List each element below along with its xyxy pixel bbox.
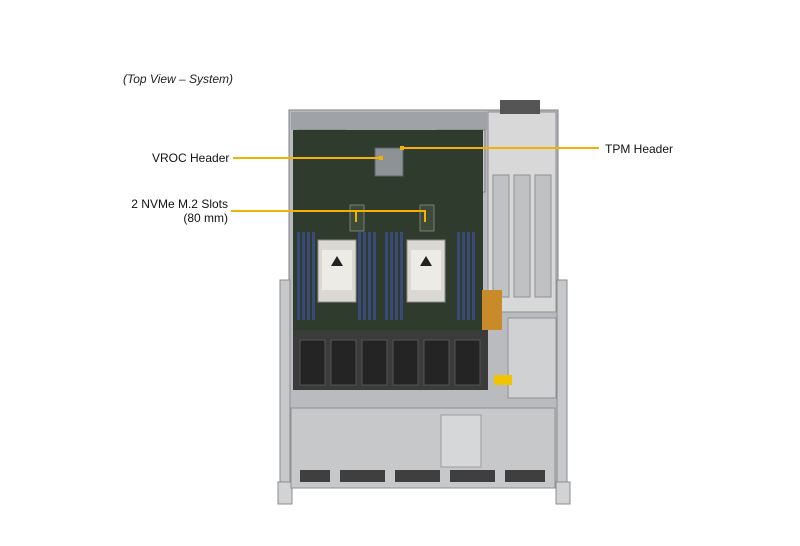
dimm-bank-left xyxy=(297,232,376,320)
nvme-slots-label-line2: (80 mm) xyxy=(183,211,228,225)
rear-panel xyxy=(291,112,487,130)
chassis-right-ear xyxy=(555,481,571,505)
psu-handle-top xyxy=(500,100,540,114)
psu-slot-3 xyxy=(534,174,552,298)
nvme-slots-label: 2 NVMe M.2 Slots (80 mm) xyxy=(131,197,228,225)
warning-triangle-icon xyxy=(420,256,432,266)
vroc-header-label: VROC Header xyxy=(152,151,230,165)
tpm-leader-endpoint xyxy=(400,146,404,150)
tpm-leader-line xyxy=(402,147,599,149)
nvme-slot-2 xyxy=(419,204,435,232)
psu-cables xyxy=(482,290,502,330)
drive-slot-grid xyxy=(300,470,545,482)
warning-triangle-icon xyxy=(331,256,343,266)
chassis-left-rail xyxy=(279,279,291,491)
chipset-heatsink xyxy=(374,147,404,177)
figure-caption: (Top View – System) xyxy=(123,72,234,86)
nvme-slots-label-line1: 2 NVMe M.2 Slots xyxy=(131,197,228,211)
nvme-leader-drop-1 xyxy=(355,210,357,222)
chassis-right-rail xyxy=(556,279,568,491)
dimm-bank-right xyxy=(385,232,475,320)
psu-lower-module xyxy=(507,317,557,399)
front-panel-plate xyxy=(440,414,482,468)
tpm-header-label: TPM Header xyxy=(605,142,674,156)
warning-label xyxy=(494,375,512,385)
chassis-left-ear xyxy=(277,481,293,505)
nvme-leader-drop-2 xyxy=(424,210,426,222)
fan-modules xyxy=(299,339,481,386)
vroc-leader-line xyxy=(233,157,381,159)
psu-slot-2 xyxy=(513,174,531,298)
nvme-leader-line xyxy=(231,210,426,212)
nvme-slot-1 xyxy=(349,204,365,232)
vroc-leader-endpoint xyxy=(379,156,383,160)
psu-slot-1 xyxy=(492,174,510,298)
